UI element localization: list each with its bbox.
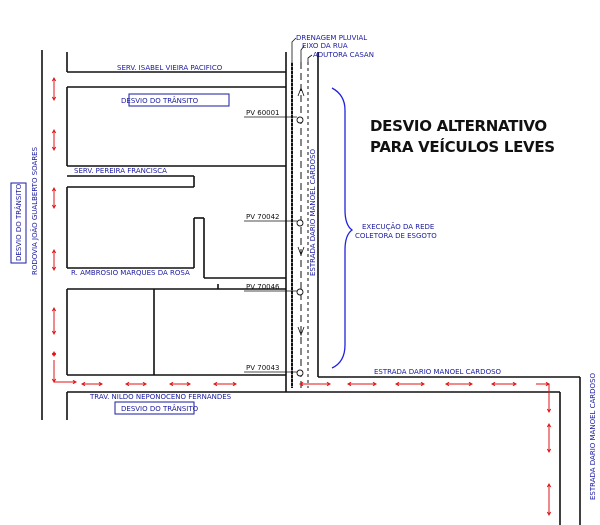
pv-label-60001: PV 60001 [246,109,280,117]
detour-label-bottom: DESVIO DO TRÂNSITO [121,404,199,413]
detour-arrow [444,381,474,387]
detour-arrow [546,482,552,517]
detour-arrow [51,306,57,336]
street-dario-vertical: ESTRADA DARIO MANOEL CARDOSO [309,148,317,276]
title-line1: DESVIO ALTERNATIVO [370,117,547,135]
pv-markers: PV 60001 PV 70042 PV 70046 PV 70043 [244,109,304,377]
detour-arrows [51,76,552,517]
street-rodovia: RODOVIA JOÃO GUALBERTO SOARES [30,146,39,275]
detour-arrow [80,381,104,387]
pv-marker-60001: PV 60001 [244,109,304,124]
detour-arrow [490,381,518,387]
street-pereira: SERV. PEREIRA FRANCISCA [74,167,167,175]
detour-arrow [124,381,148,387]
pv-marker-70043: PV 70043 [244,364,304,377]
detour-arrow [51,360,57,384]
pv-label-70046: PV 70046 [246,283,280,291]
detour-arrow [546,384,552,414]
label-execucao-2: COLETORA DE ESGOTO [355,232,437,240]
label-eixo: EIXO DA RUA [302,42,348,50]
street-dario-horizontal: ESTRADA DARIO MANOEL CARDOSO [374,368,502,376]
label-execucao-1: EXECUÇÃO DA REDE [362,222,434,231]
street-isabel: SERV. ISABEL VIEIRA PACIFICO [117,64,223,72]
detour-arrow [168,381,192,387]
network-lines [291,37,313,388]
pv-label-70043: PV 70043 [246,364,280,372]
title-line2: PARA VEÍCULOS LEVES [370,137,555,156]
detour-arrow [54,379,78,385]
street-dario-right: ESTRADA DARIO MANOEL CARDOSO [589,372,597,500]
execution-brace [331,87,354,369]
detour-box-top [128,93,230,107]
label-adutora: ADUTORA CASAN [313,51,374,59]
street-nildo: TRAV. NILDO NEPONOCENO FERNANDES [89,393,232,401]
detour-arrow [51,186,57,210]
street-ambrosio: R. AMBROSIO MARQUES DA ROSA [71,269,190,277]
detour-label-top: DESVIO DO TRÂNSITO [121,96,199,105]
detour-arrow [546,422,552,454]
detour-arrow [212,381,238,387]
detour-box-bottom [114,401,195,415]
detour-arrow [394,381,426,387]
detour-arrow [51,350,57,358]
detour-label-left: DESVIO DO TRÂNSITO [14,183,23,261]
pv-marker-70042: PV 70042 [244,213,304,227]
detour-arrow [51,128,57,152]
detour-arrow [51,76,57,102]
detour-arrow [536,381,551,387]
street-network [41,50,581,525]
detour-arrow [51,248,57,272]
detour-box-left [10,182,27,264]
detour-arrow [298,381,332,387]
pv-label-70042: PV 70042 [246,213,280,221]
detour-arrow [346,381,378,387]
label-drenagem: DRENAGEM PLUVIAL [296,34,367,42]
pv-marker-70046: PV 70046 [244,283,304,296]
